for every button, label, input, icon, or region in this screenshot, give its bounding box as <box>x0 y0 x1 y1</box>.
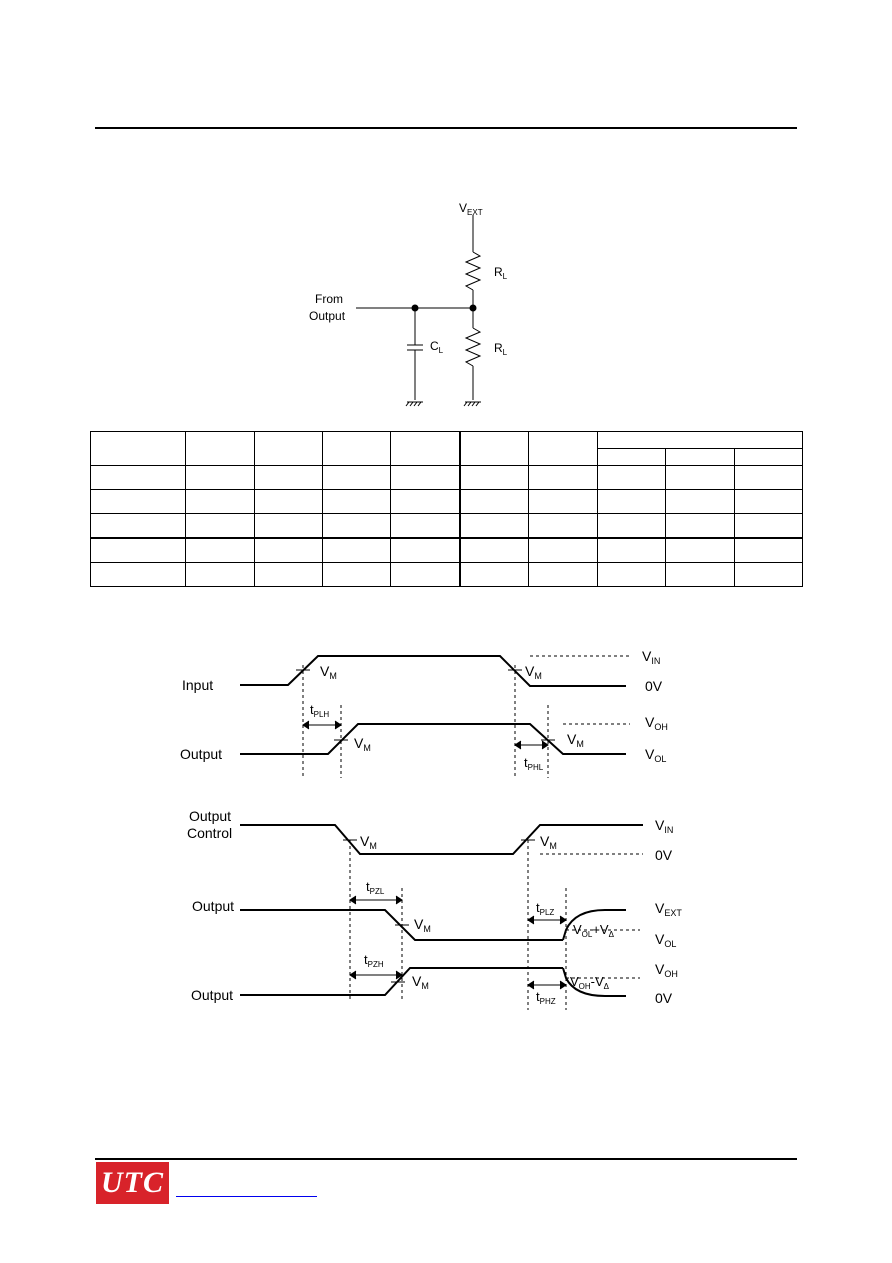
vm-label: VM <box>414 916 431 934</box>
tphl-label: tPHL <box>524 755 544 772</box>
rl2-label: RL <box>494 341 508 357</box>
vol-plus-delta-label: VOL+VΔ <box>573 922 615 939</box>
header-rule <box>95 127 797 129</box>
zero-v-label: 0V <box>655 990 673 1006</box>
table-header-cell <box>185 431 255 466</box>
table-row <box>89 513 804 539</box>
vol-label: VOL <box>645 746 666 764</box>
output-control-label: Output <box>189 808 231 824</box>
table-row <box>89 562 804 587</box>
cl-label: CL <box>430 339 444 355</box>
test-circuit-schematic: VEXT RL RL CL From Output <box>309 201 508 407</box>
rl-label: RL <box>494 265 508 281</box>
tplz-label: tPLZ <box>536 900 554 917</box>
table-header-cell <box>528 431 598 466</box>
table-header-cell <box>596 448 667 466</box>
voh-label: VOH <box>645 714 668 732</box>
vm-label: VM <box>412 973 429 991</box>
output-node-label: Output <box>309 309 346 323</box>
output-label: Output <box>191 987 233 1003</box>
vext-label: VEXT <box>459 201 483 217</box>
zero-v-label: 0V <box>645 678 663 694</box>
vin-label: VIN <box>655 817 673 835</box>
test-conditions-table <box>89 431 804 587</box>
table-header-cell <box>390 431 461 466</box>
from-label: From <box>315 292 343 306</box>
vm-label: VM <box>360 833 377 851</box>
input-label: Input <box>182 677 213 693</box>
voh-minus-delta-label: VOH-VΔ <box>570 974 610 991</box>
table-header-cell <box>596 431 804 449</box>
footer-rule <box>95 1158 797 1160</box>
table-row <box>89 489 804 514</box>
vext-label: VEXT <box>655 900 682 918</box>
junction-dot <box>411 304 419 312</box>
table-row <box>89 465 804 490</box>
zero-v-label: 0V <box>655 847 673 863</box>
vm-label: VM <box>540 833 557 851</box>
vm-label: VM <box>525 663 542 681</box>
tpzh-label: tPZH <box>364 952 384 969</box>
table-row <box>89 537 804 563</box>
output-control-label: Control <box>187 825 232 841</box>
ground-symbol-cap <box>405 401 422 407</box>
vm-label: VM <box>320 663 337 681</box>
table-header-cell <box>733 448 804 466</box>
tplh-label: tPLH <box>310 702 329 719</box>
tphz-label: tPHZ <box>536 989 556 1006</box>
website-link[interactable] <box>176 1196 317 1197</box>
utc-logo: UTC <box>96 1162 169 1204</box>
table-header-cell <box>89 431 187 466</box>
table-header-cell <box>253 431 324 466</box>
table-header-cell <box>458 431 530 466</box>
enable-disable-waveform: Output Control Output Output VM VM VM VM… <box>187 808 682 1010</box>
propagation-delay-waveform: Input Output VM VM VM VM VIN 0V VOH VOL … <box>180 648 668 778</box>
input-waveform <box>240 655 626 687</box>
vm-label: VM <box>354 735 371 753</box>
output-label: Output <box>192 898 234 914</box>
table-header-cell <box>322 431 392 466</box>
voh-label: VOH <box>655 961 678 979</box>
output-waveform <box>240 723 626 755</box>
output-label: Output <box>180 746 222 762</box>
table-header-cell <box>665 448 735 466</box>
vm-label: VM <box>567 731 584 749</box>
vol-label: VOL <box>655 931 676 949</box>
junction-dot <box>469 304 477 312</box>
control-waveform <box>240 824 643 855</box>
vin-label: VIN <box>642 648 660 666</box>
ground-symbol-load <box>463 401 480 407</box>
tpzl-label: tPZL <box>366 879 385 896</box>
